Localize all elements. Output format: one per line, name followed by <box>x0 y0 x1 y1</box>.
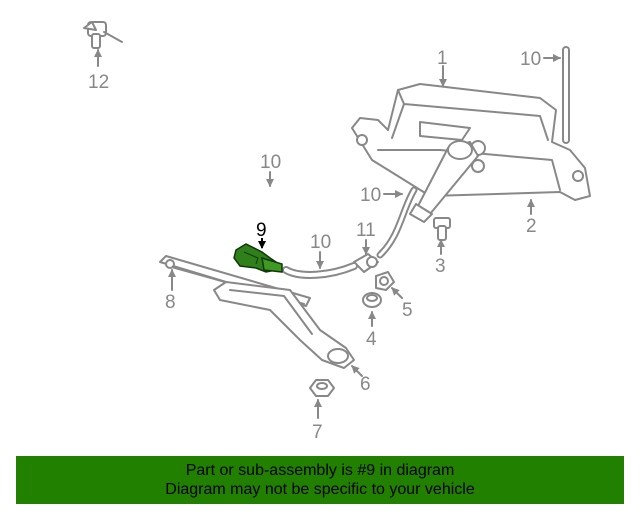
highlighted-part-9[interactable] <box>233 243 283 273</box>
callout-10-top-right: 10 <box>520 49 541 70</box>
nozzle-part-12 <box>83 21 123 49</box>
cap-part-7 <box>309 379 335 397</box>
callout-11: 11 <box>356 220 376 241</box>
washer-hose-middle <box>376 186 418 259</box>
callout-5: 5 <box>402 300 413 321</box>
wiper-motor-assembly <box>351 83 591 223</box>
grommet-part-4 <box>362 292 382 308</box>
info-banner-line-2: Diagram may not be specific to your vehi… <box>165 481 475 498</box>
callout-9[interactable]: 9 <box>256 220 267 241</box>
callout-8: 8 <box>165 292 176 313</box>
callout-4: 4 <box>366 329 377 350</box>
info-banner: Part or sub-assembly is #9 in diagram Di… <box>16 456 624 504</box>
washer-hose-lower <box>282 262 358 279</box>
callout-7: 7 <box>312 422 323 443</box>
callout-1: 1 <box>437 48 448 69</box>
callout-2: 2 <box>526 216 537 237</box>
bolt-part-3 <box>433 217 451 241</box>
callout-6: 6 <box>360 374 371 395</box>
callout-10-lower: 10 <box>310 232 331 253</box>
nut-part-5 <box>375 271 395 291</box>
hose-connector-part-11 <box>353 253 379 273</box>
callout-3: 3 <box>435 256 446 277</box>
parts-diagram: 1 2 3 4 5 6 7 8 9 10 10 10 10 11 12 <box>83 21 591 443</box>
washer-hose-upper <box>128 50 318 220</box>
callout-12: 12 <box>88 72 109 93</box>
wiper-arm-part-6 <box>213 281 355 369</box>
callout-10-upper-left: 10 <box>260 152 281 173</box>
info-banner-line-1: Part or sub-assembly is #9 in diagram <box>185 462 455 479</box>
leader-lines <box>94 49 561 419</box>
callout-10-middle: 10 <box>360 185 381 206</box>
